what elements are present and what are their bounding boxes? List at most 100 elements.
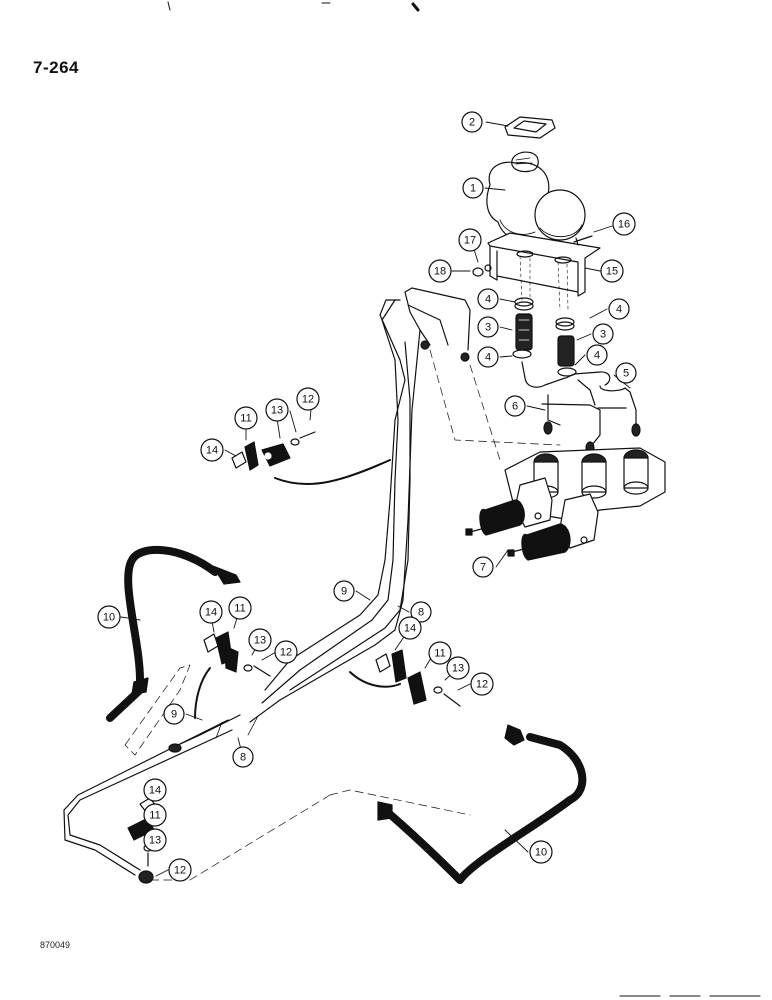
callout-4: 4 — [586, 344, 608, 366]
callout-11: 11 — [228, 596, 252, 620]
callout-13: 13 — [143, 828, 167, 852]
callout-4: 4 — [477, 346, 499, 368]
callout-circle — [428, 641, 452, 665]
callout-circle — [504, 395, 526, 417]
callout-circle — [472, 556, 494, 578]
callout-1: 1 — [462, 177, 484, 199]
callout-number: 11 — [149, 810, 160, 822]
flexible-brake-hose — [106, 545, 587, 884]
callout-circle — [143, 828, 167, 852]
callout-circle — [586, 344, 608, 366]
drawing-code: 870049 — [40, 940, 71, 950]
callout-circle — [615, 362, 637, 384]
indicator-arrow — [194, 459, 401, 719]
callout-circle — [265, 398, 289, 422]
callout-number: 7 — [480, 562, 486, 574]
callout-number: 11 — [234, 603, 245, 615]
callout-14: 14 — [200, 438, 224, 462]
nut — [472, 264, 492, 277]
callout-circle — [143, 803, 167, 827]
callout-circle — [462, 177, 484, 199]
callout-circle — [477, 346, 499, 368]
callout-circle — [461, 111, 483, 133]
callout-number: 12 — [280, 647, 292, 659]
callout-number: 1 — [470, 183, 476, 195]
callout-circle — [163, 703, 185, 725]
callout-circle — [592, 323, 614, 345]
callout-circle — [232, 746, 254, 768]
callout-14: 14 — [199, 600, 223, 624]
callout-16: 16 — [612, 212, 636, 236]
callout-circle — [296, 387, 320, 411]
callout-number: 14 — [404, 623, 416, 635]
callout-number: 4 — [616, 304, 622, 316]
callout-number: 4 — [485, 352, 491, 364]
callout-number: 8 — [418, 607, 424, 619]
callout-6: 6 — [504, 395, 526, 417]
callout-10: 10 — [529, 840, 553, 864]
callout-7: 7 — [472, 556, 494, 578]
callout-number: 14 — [149, 785, 161, 797]
callout-number: 18 — [434, 266, 446, 278]
callout-number: 6 — [512, 401, 518, 413]
callout-10: 10 — [97, 605, 121, 629]
callout-number: 4 — [485, 294, 491, 306]
callout-number: 14 — [206, 445, 218, 457]
callout-number: 2 — [469, 117, 475, 129]
callout-number: 13 — [149, 835, 161, 847]
callout-circle — [477, 316, 499, 338]
callout-8: 8 — [232, 746, 254, 768]
callout-circle — [428, 259, 452, 283]
callout-number: 9 — [341, 586, 347, 598]
callout-circle — [529, 840, 553, 864]
callout-circle — [446, 656, 470, 680]
callout-number: 15 — [606, 266, 618, 278]
reservoir — [486, 151, 586, 245]
callout-12: 12 — [470, 672, 494, 696]
callout-12: 12 — [296, 387, 320, 411]
callout-15: 15 — [600, 259, 624, 283]
callout-4: 4 — [477, 288, 499, 310]
callout-number: 4 — [594, 350, 600, 362]
scan-mark — [411, 2, 420, 12]
callout-9: 9 — [163, 703, 185, 725]
callout-number: 9 — [171, 709, 177, 721]
master-cylinder — [465, 447, 666, 561]
callout-9: 9 — [333, 580, 355, 602]
callout-circle — [234, 406, 258, 430]
bolt — [573, 235, 593, 246]
callout-number: 13 — [254, 635, 266, 647]
callout-number: 12 — [174, 865, 186, 877]
callout-circle — [410, 601, 432, 623]
callout-12: 12 — [168, 858, 192, 882]
callout-number: 10 — [103, 612, 115, 624]
callout-number: 3 — [485, 322, 491, 334]
callout-18: 18 — [428, 259, 452, 283]
callout-4: 4 — [608, 298, 630, 320]
callout-circle — [143, 778, 167, 802]
callout-8: 8 — [410, 601, 432, 623]
callout-14: 14 — [143, 778, 167, 802]
callout-number: 11 — [240, 413, 251, 425]
callout-circle — [168, 858, 192, 882]
callout-circle — [398, 616, 422, 640]
callout-circle — [248, 628, 272, 652]
callout-circle — [608, 298, 630, 320]
callout-circle — [97, 605, 121, 629]
callout-number: 17 — [464, 235, 476, 247]
callout-circle — [274, 640, 298, 664]
callout-circle — [228, 596, 252, 620]
callout-circle — [458, 228, 482, 252]
callout-number: 5 — [623, 368, 629, 380]
callout-17: 17 — [458, 228, 482, 252]
hose-clamp — [512, 297, 577, 377]
callout-circle — [200, 438, 224, 462]
callout-number: 10 — [535, 847, 547, 859]
callout-13: 13 — [265, 398, 289, 422]
callout-number: 12 — [476, 679, 488, 691]
reservoir-gasket — [504, 116, 556, 139]
callout-3: 3 — [477, 316, 499, 338]
callout-circle — [477, 288, 499, 310]
